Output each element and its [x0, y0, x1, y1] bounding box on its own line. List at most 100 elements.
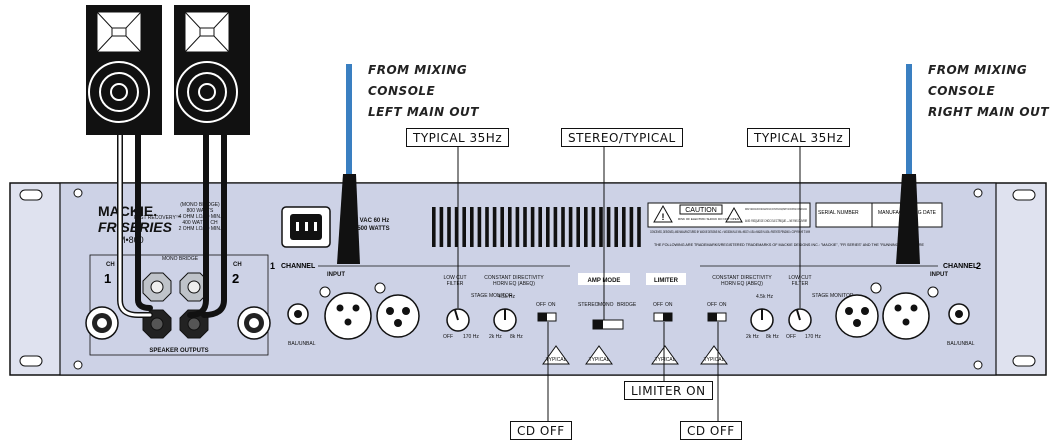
stereo-label: STEREO	[578, 302, 599, 308]
vent-slot	[622, 207, 626, 247]
rack-hole	[19, 355, 43, 367]
cd-on-label: ON	[719, 302, 727, 308]
ch2-cd-horn-eq: CONSTANT DIRECTIVITY HORN EQ (ABEQ) OFF …	[700, 275, 779, 365]
source-label-right: FROM MIXING CONSOLE RIGHT MAIN OUT	[928, 60, 1049, 123]
spec-line: 400 WATTS CH	[182, 220, 218, 226]
spec-line: 800 WATTS	[187, 208, 214, 214]
binding-post[interactable]	[179, 309, 209, 339]
xlr-thru-male[interactable]	[835, 294, 879, 338]
vent-slot	[591, 207, 596, 247]
binding-post[interactable]	[179, 272, 209, 302]
source-line: CONSOLE	[928, 84, 996, 98]
ch2-number: 2	[232, 271, 239, 286]
cd-label: HORN EQ (ABEQ)	[721, 281, 763, 287]
vent-slot	[492, 207, 497, 247]
xlr-input-female[interactable]	[882, 292, 930, 340]
ch1-cd-horn-eq: CONSTANT DIRECTIVITY HORN EQ (ABEQ) 4.5k…	[484, 275, 570, 365]
svg-text:!: !	[662, 212, 665, 222]
vent-slot	[432, 207, 436, 247]
speaker-cabinet-right	[174, 5, 250, 135]
input-cable-left	[337, 64, 360, 264]
source-line: RIGHT MAIN OUT	[928, 105, 1050, 119]
limiter-on: ON	[665, 302, 673, 308]
xlr-input-female[interactable]	[324, 292, 372, 340]
bridge-label: BRIDGE	[617, 302, 637, 308]
vent-slot	[584, 207, 588, 247]
freq-170: 170 Hz	[805, 334, 821, 340]
vent-grille	[432, 207, 641, 247]
channel-1-label: CHANNEL	[281, 263, 316, 270]
speaker-cabinet-left	[86, 5, 162, 135]
bal-unbal-label: BAL/UNBAL	[947, 341, 975, 347]
freq-off: OFF	[443, 334, 453, 340]
low-cut-label: LOW CUT	[443, 275, 466, 281]
serial-number-label: SERIAL NUMBER	[818, 210, 859, 216]
vent-slot	[454, 207, 459, 247]
callout-cd-off-right: CD OFF	[680, 421, 742, 440]
callout-cd-off-left: CD OFF	[510, 421, 572, 440]
speaker-cables	[117, 132, 227, 318]
fast-recovery: FAST RECOVERY™	[134, 215, 181, 221]
input-cable-right	[896, 64, 920, 264]
channel-2-number: 2	[976, 261, 981, 271]
freq-off: OFF	[786, 334, 796, 340]
power-specs: (MONO BRIDGE) 800 WATTS 4 OHM LOAD MIN. …	[179, 202, 222, 232]
freq-8k: 8k Hz	[510, 334, 523, 340]
vent-slot	[447, 207, 451, 247]
vent-slot	[485, 207, 489, 247]
binding-post[interactable]	[142, 272, 172, 302]
vent-slot	[515, 207, 520, 247]
panel-screws	[73, 188, 983, 370]
cd-off-label: OFF	[707, 302, 717, 308]
vent-slot	[530, 207, 535, 247]
vent-slot	[568, 207, 573, 247]
vent-slot	[614, 207, 618, 247]
cd-off-label: OFF	[536, 302, 546, 308]
vent-slot	[470, 207, 474, 247]
speaker-outputs-label: SPEAKER OUTPUTS	[149, 348, 208, 354]
trademark-text: THE FOLLOWING ARE TRADEMARKS/REGISTERED …	[654, 243, 925, 247]
xlr-thru-male[interactable]	[376, 294, 420, 338]
ch1-label: CH	[106, 262, 115, 268]
power-inlet	[281, 206, 331, 248]
ch1-input-section: INPUT BAL/UNBAL	[287, 272, 420, 347]
rack-hole	[1012, 189, 1036, 201]
callout-lines	[457, 146, 801, 424]
cd-label: HORN EQ (ABEQ)	[493, 281, 535, 287]
channel-1-number: 1	[270, 261, 275, 271]
vent-slot	[629, 207, 634, 247]
mono-bridge-label: MONO BRIDGE	[162, 256, 199, 262]
vent-slot	[637, 207, 641, 247]
cd-label: CONSTANT DIRECTIVITY	[712, 275, 772, 281]
vent-slot	[508, 207, 512, 247]
typical-marker: TYPICAL	[589, 357, 610, 363]
source-line: FROM MIXING	[368, 63, 468, 77]
vent-slot	[477, 207, 482, 247]
vent-slot	[500, 207, 504, 247]
typical-marker: TYPICAL	[546, 357, 567, 363]
stage-monitor: STAGE MONITOR	[812, 293, 854, 299]
freq-170: 170 Hz	[463, 334, 479, 340]
avis-text: AVIS: RISQUE DE CHOC ELECTRIQUE — NE PAS…	[745, 219, 807, 223]
ch2-low-cut: LOW CUT FILTER OFF 170 Hz STAGE MONITOR	[786, 275, 854, 340]
ch1-number: 1	[104, 271, 111, 286]
vent-slot	[606, 207, 611, 247]
typical-marker: TYPICAL	[704, 357, 725, 363]
callout-typical-35hz-right: TYPICAL 35Hz	[747, 128, 851, 147]
ch1-low-cut: LOW CUT FILTER OFF 170 Hz STAGE MONITOR	[443, 275, 513, 340]
source-line: FROM MIXING	[928, 63, 1028, 77]
input-label: INPUT	[930, 272, 948, 278]
freq-45k: 4.5k Hz	[756, 294, 773, 300]
freq-2k: 2k Hz	[489, 334, 502, 340]
vent-slot	[553, 207, 558, 247]
spec-line: (MONO BRIDGE)	[180, 202, 220, 208]
channel-2-label: CHANNEL	[943, 263, 978, 270]
brand-logo: MACKIE.	[98, 203, 157, 219]
callout-limiter-on: LIMITER ON	[624, 381, 713, 400]
bal-unbal-label: BAL/UNBAL	[288, 341, 316, 347]
rack-hole	[19, 189, 43, 201]
spec-line: 2 OHM LOAD MIN.	[179, 226, 222, 232]
caution-text: CAUTION	[685, 207, 717, 214]
cd-label: CONSTANT DIRECTIVITY	[484, 275, 544, 281]
vent-slot	[576, 207, 580, 247]
